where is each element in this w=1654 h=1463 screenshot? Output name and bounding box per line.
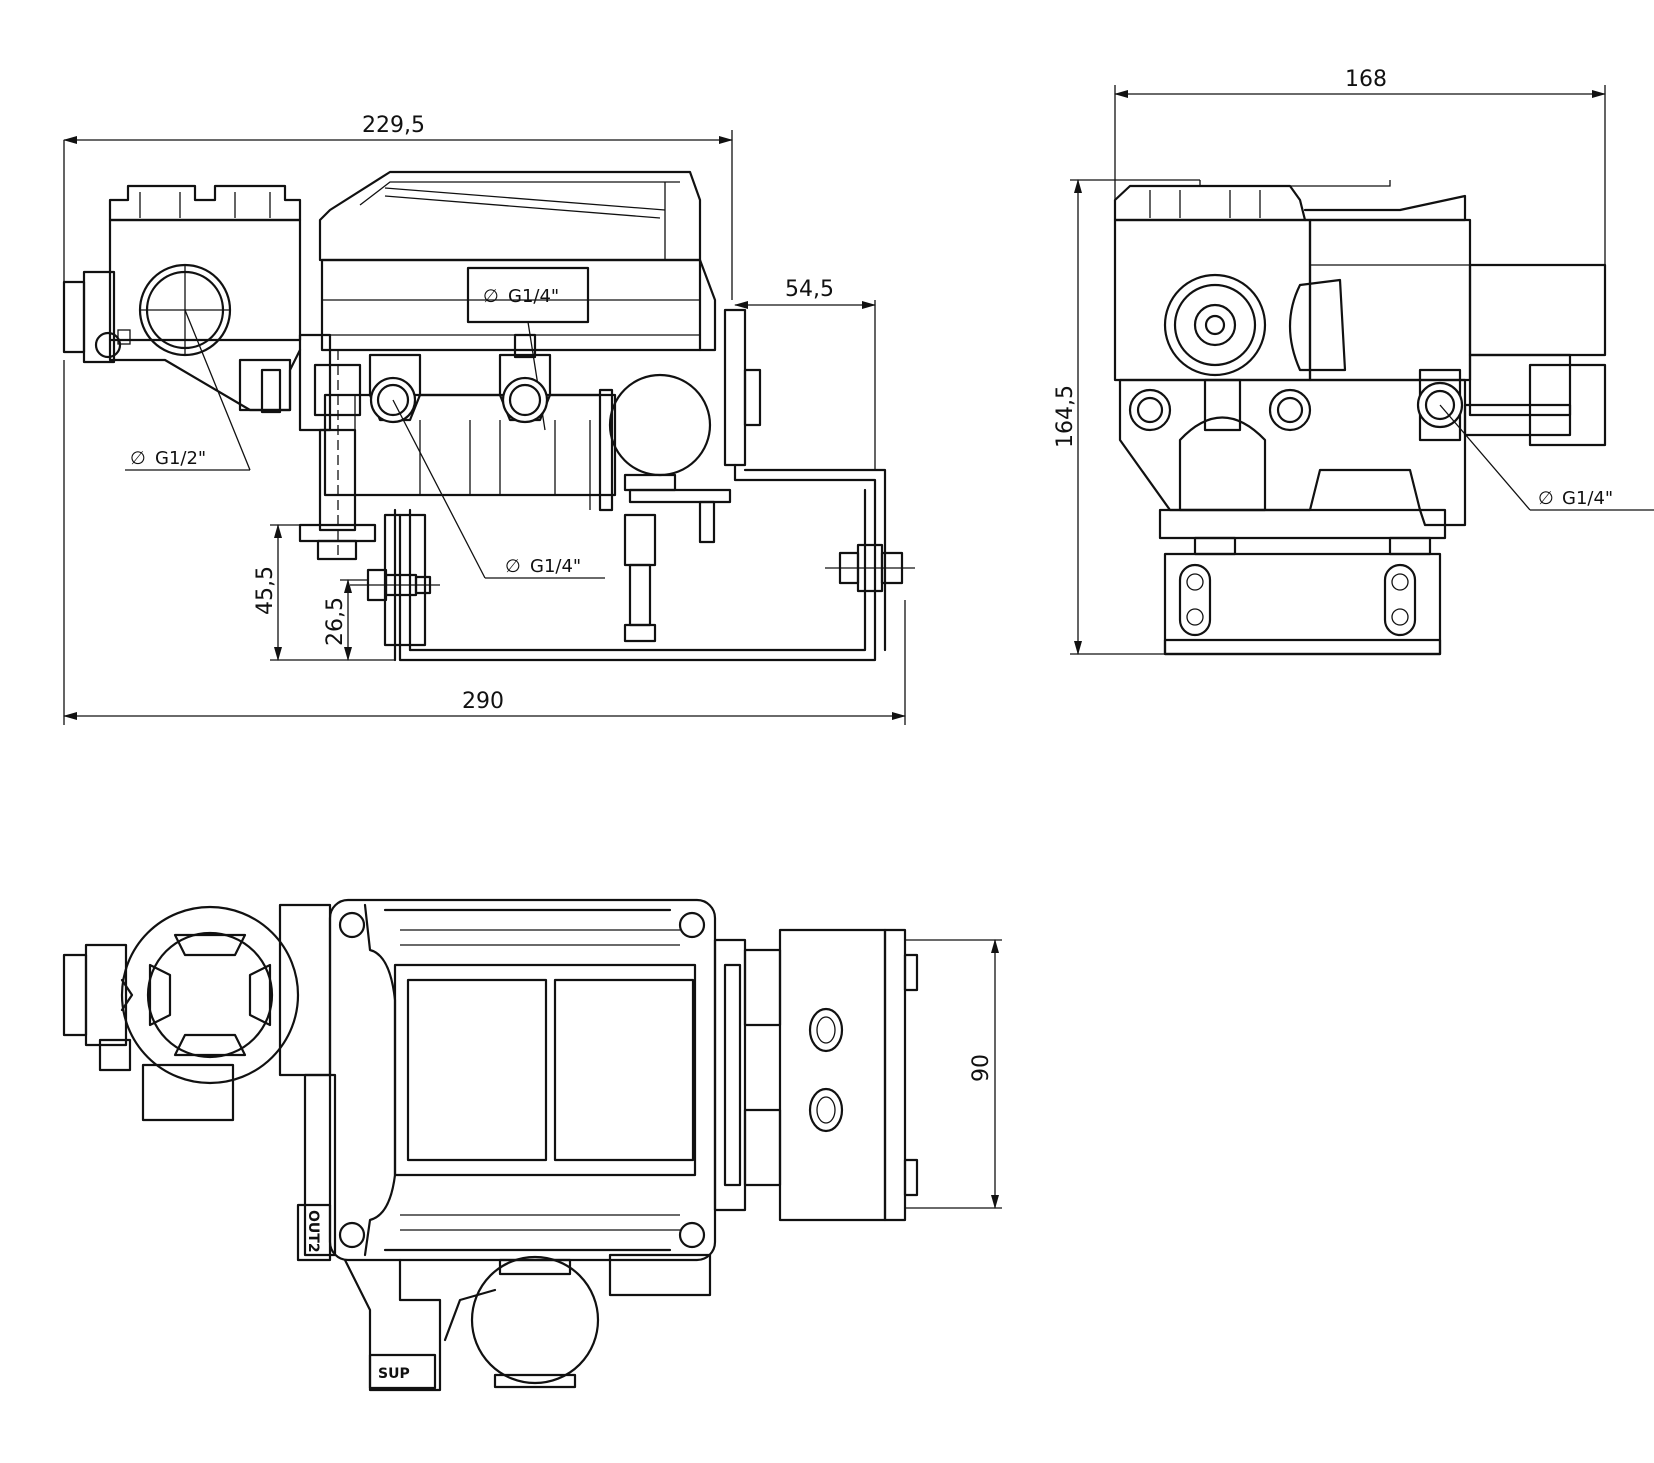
dimension-26-5: 26,5 <box>323 579 368 661</box>
dimension-45-5: 45,5 <box>253 524 395 661</box>
side-cable-port <box>1163 273 1267 377</box>
oval-hole-bottom <box>808 1087 844 1133</box>
diameter-symbol-2: ∅ <box>483 286 499 307</box>
port-fitting-1 <box>368 353 422 424</box>
sup-marking <box>368 1353 437 1390</box>
port-top-label: G1/4" <box>508 286 559 307</box>
diameter-symbol-4: ∅ <box>1538 488 1554 509</box>
dimension-290: 290 <box>63 360 906 725</box>
top-view: OUT2 SUP 90 <box>62 898 1002 1392</box>
round-cap <box>120 905 300 1085</box>
diameter-symbol-3: ∅ <box>505 556 521 577</box>
front-view: ∅ G1/2" ∅ G1/4" <box>62 113 915 725</box>
dimension-229-5: 229,5 <box>63 113 733 300</box>
diameter-symbol: ∅ <box>130 448 146 469</box>
port-bottom-label: G1/4" <box>530 556 581 577</box>
dimension-54-5: 54,5 <box>734 277 876 470</box>
dimension-164-5: 164,5 <box>1053 179 1200 655</box>
dim-label: 229,5 <box>362 113 425 138</box>
dimension-168: 168 <box>1114 67 1606 265</box>
oval-hole-top <box>808 1007 844 1053</box>
display-window-left <box>406 978 548 1162</box>
dimension-90: 90 <box>905 939 1002 1209</box>
terminal-housing <box>108 184 302 342</box>
slot-right <box>1383 563 1417 637</box>
side-view: ∅ G1/4" 168 164,5 <box>1053 67 1654 656</box>
port-fitting-2 <box>498 333 552 424</box>
dim-label: 45,5 <box>253 566 278 615</box>
cable-gland <box>62 270 131 364</box>
dim-label: 26,5 <box>323 597 348 646</box>
mounting-bracket <box>383 463 887 662</box>
dim-label: 164,5 <box>1053 385 1078 448</box>
cable-entry-label: G1/2" <box>155 448 206 469</box>
main-cover <box>318 170 702 352</box>
slot-left <box>1178 563 1212 637</box>
out2-text: OUT2 <box>305 1210 321 1253</box>
port-side-label: G1/4" <box>1562 488 1613 509</box>
dim-label: 90 <box>969 1054 994 1082</box>
display-window-right <box>553 978 695 1162</box>
dim-label: 168 <box>1345 67 1387 92</box>
dim-label: 54,5 <box>785 277 834 302</box>
sup-text: SUP <box>378 1366 410 1382</box>
out2-marking <box>296 1203 332 1262</box>
dim-label: 290 <box>462 689 504 714</box>
